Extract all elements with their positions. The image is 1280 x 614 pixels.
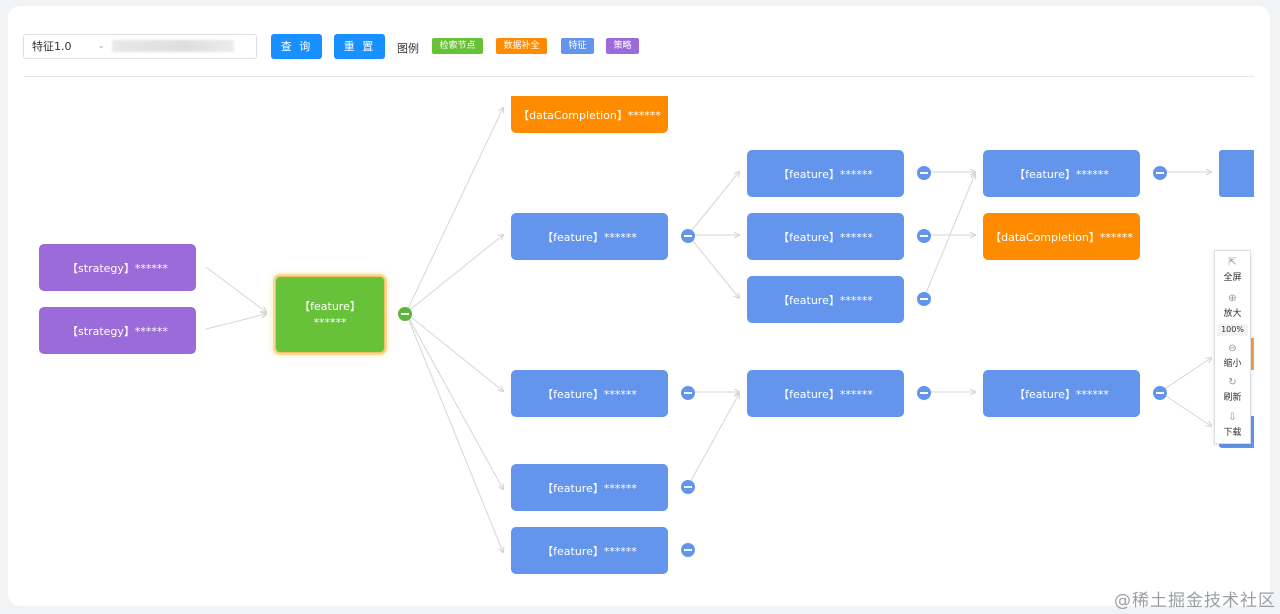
collapse-icon[interactable] bbox=[917, 229, 931, 243]
feature-node[interactable]: 【feature】****** bbox=[511, 213, 668, 260]
query-button[interactable]: 查 询 bbox=[271, 34, 322, 59]
legend-feature: 特征 bbox=[561, 38, 594, 54]
graph-card: 特征1.0 ⌄ 查 询 重 置 图例 检索节点 数据补全 特征 策略 bbox=[8, 6, 1270, 606]
collapse-icon[interactable] bbox=[1153, 386, 1167, 400]
fullscreen-button[interactable]: ⇱ 全屏 bbox=[1215, 257, 1250, 283]
collapse-icon[interactable] bbox=[917, 292, 931, 306]
zoom-out-label: 缩小 bbox=[1223, 359, 1242, 369]
edge bbox=[405, 312, 503, 391]
edge bbox=[405, 312, 503, 489]
feature-node[interactable]: 【feature】****** bbox=[983, 370, 1140, 417]
legend-data-completion: 数据补全 bbox=[496, 38, 547, 54]
version-select[interactable]: 特征1.0 ⌄ bbox=[23, 34, 114, 59]
collapse-icon[interactable] bbox=[681, 543, 695, 557]
collapse-icon[interactable] bbox=[917, 386, 931, 400]
edge bbox=[1159, 391, 1211, 426]
strategy-node[interactable]: 【strategy】****** bbox=[39, 307, 196, 354]
edge bbox=[405, 235, 503, 314]
refresh-icon: ↻ bbox=[1228, 377, 1237, 388]
collapse-icon[interactable] bbox=[681, 386, 695, 400]
fullscreen-label: 全屏 bbox=[1223, 273, 1242, 283]
feature-node-partial[interactable] bbox=[1219, 150, 1254, 197]
feature-node[interactable]: 【feature】****** bbox=[747, 213, 904, 260]
feature-node[interactable]: 【feature】****** bbox=[747, 276, 904, 323]
fullscreen-icon: ⇱ bbox=[1228, 257, 1237, 268]
data-completion-node[interactable]: 【dataCompletion】****** bbox=[983, 213, 1140, 260]
edge bbox=[205, 266, 266, 312]
download-button[interactable]: ⇩ 下载 bbox=[1215, 412, 1250, 438]
reset-button[interactable]: 重 置 bbox=[334, 34, 385, 59]
edge bbox=[405, 108, 503, 314]
root-search-node[interactable]: 【feature】 ****** bbox=[275, 276, 385, 353]
zoom-in-button[interactable]: ⊕ 放大 bbox=[1215, 293, 1250, 319]
legend-strategy: 策略 bbox=[606, 38, 639, 54]
zoom-in-icon: ⊕ bbox=[1228, 293, 1237, 304]
collapse-icon[interactable] bbox=[917, 166, 931, 180]
edge bbox=[687, 394, 739, 487]
blurred-input-value bbox=[112, 40, 234, 52]
root-node-type: 【feature】 bbox=[299, 299, 361, 313]
feature-node[interactable]: 【feature】****** bbox=[511, 370, 668, 417]
feature-node[interactable]: 【feature】****** bbox=[511, 527, 668, 574]
zoom-level: 100% bbox=[1217, 324, 1248, 336]
collapse-icon[interactable] bbox=[398, 307, 412, 321]
version-select-value: 特征1.0 bbox=[32, 40, 72, 53]
download-label: 下载 bbox=[1223, 428, 1242, 438]
refresh-label: 刷新 bbox=[1223, 393, 1242, 403]
legend-label: 图例 bbox=[397, 42, 419, 55]
feature-node[interactable]: 【feature】****** bbox=[747, 150, 904, 197]
edge bbox=[1159, 358, 1211, 393]
graph-edges bbox=[205, 6, 1270, 606]
chevron-down-icon: ⌄ bbox=[97, 41, 105, 51]
legend-search-node: 检索节点 bbox=[432, 38, 483, 54]
zoom-control-panel: ⇱ 全屏 ⊕ 放大 100% ⊖ 缩小 ↻ 刷新 ⇩ 下载 bbox=[1214, 250, 1251, 444]
toolbar-divider bbox=[24, 76, 1254, 77]
zoom-in-label: 放大 bbox=[1223, 309, 1242, 319]
strategy-node[interactable]: 【strategy】****** bbox=[39, 244, 196, 291]
edge bbox=[923, 174, 975, 299]
search-input[interactable] bbox=[104, 34, 257, 59]
watermark: @稀土掘金技术社区 bbox=[1114, 591, 1276, 611]
download-icon: ⇩ bbox=[1228, 412, 1237, 423]
edge bbox=[687, 172, 739, 236]
edge bbox=[687, 234, 739, 298]
feature-node[interactable]: 【feature】****** bbox=[747, 370, 904, 417]
edge bbox=[205, 314, 266, 330]
refresh-button[interactable]: ↻ 刷新 bbox=[1215, 377, 1250, 403]
data-completion-node[interactable]: 【dataCompletion】****** bbox=[511, 96, 668, 133]
feature-node[interactable]: 【feature】****** bbox=[511, 464, 668, 511]
root-node-value: ****** bbox=[313, 315, 347, 329]
zoom-out-button[interactable]: ⊖ 缩小 bbox=[1215, 343, 1250, 369]
collapse-icon[interactable] bbox=[681, 480, 695, 494]
zoom-out-icon: ⊖ bbox=[1228, 343, 1237, 354]
feature-node[interactable]: 【feature】****** bbox=[983, 150, 1140, 197]
collapse-icon[interactable] bbox=[681, 229, 695, 243]
collapse-icon[interactable] bbox=[1153, 166, 1167, 180]
edge bbox=[405, 312, 503, 552]
